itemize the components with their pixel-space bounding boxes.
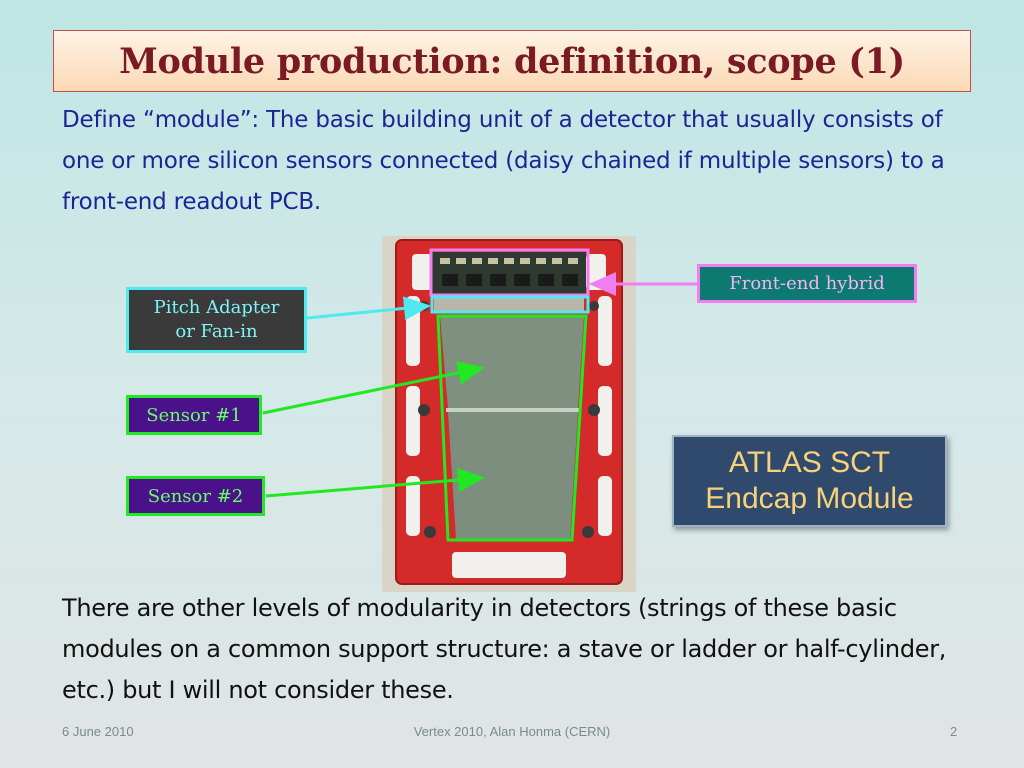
slide-title: Module production: definition, scope (1) <box>119 40 905 82</box>
footer-center: Vertex 2010, Alan Honma (CERN) <box>413 724 611 739</box>
sensor-2-label: Sensor #2 <box>126 476 265 516</box>
pitch-adapter-line1: Pitch Adapter <box>153 297 280 318</box>
atlas-callout: ATLAS SCT Endcap Module <box>672 435 947 527</box>
module-photo <box>382 236 636 592</box>
sensor-1-text: Sensor #1 <box>146 404 242 426</box>
front-end-hybrid-label: Front-end hybrid <box>697 264 917 303</box>
title-box: Module production: definition, scope (1) <box>53 30 971 92</box>
footer-page-number: 2 <box>950 724 958 739</box>
pitch-adapter-text: Pitch Adapter or Fan-in <box>154 296 280 344</box>
outro-paragraph: There are other levels of modularity in … <box>62 594 947 704</box>
pitch-adapter-line2: or Fan-in <box>175 321 258 342</box>
sensor-2-text: Sensor #2 <box>147 485 244 507</box>
front-end-hybrid-text: Front-end hybrid <box>729 273 885 294</box>
atlas-callout-line1: ATLAS SCT <box>728 446 891 479</box>
atlas-callout-line2: Endcap Module <box>705 482 914 515</box>
sensor-1-label: Sensor #1 <box>126 395 262 435</box>
intro-paragraph: Define “module”: The basic building unit… <box>62 107 945 215</box>
footer-date: 6 June 2010 <box>62 724 134 739</box>
pitch-adapter-label: Pitch Adapter or Fan-in <box>126 287 307 353</box>
